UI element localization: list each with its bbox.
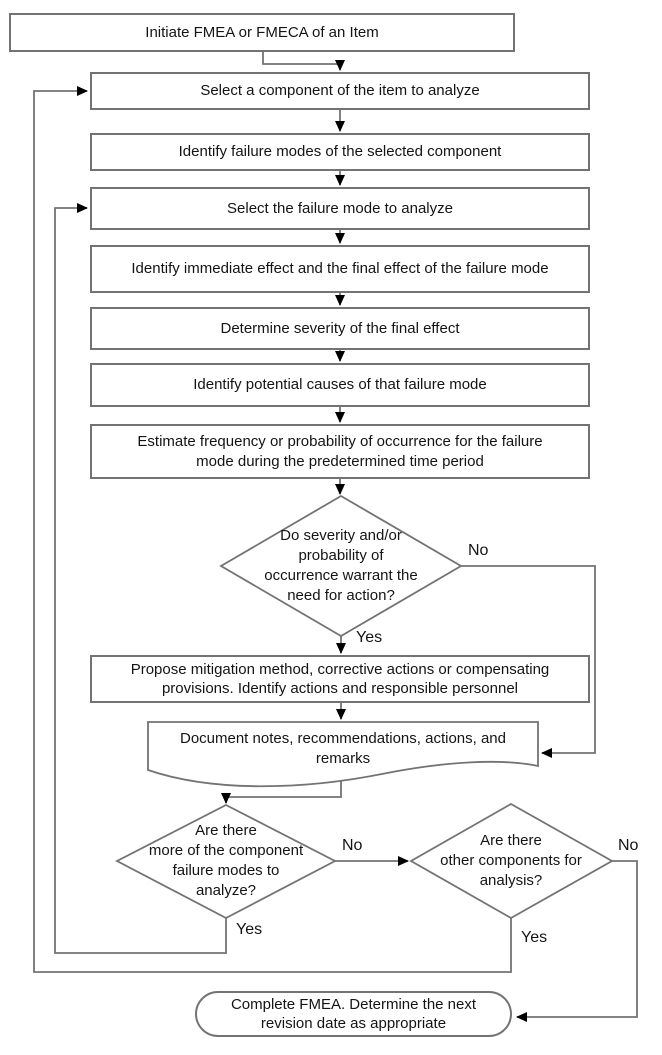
decision-severity-text: Do severity and/or probability of occurr… bbox=[264, 527, 418, 604]
edge-label-other-components-yes: Yes bbox=[519, 929, 550, 947]
decision-more-failure-modes-text: Are there more of the component failure … bbox=[148, 822, 304, 899]
decision-more-failure-modes-shape bbox=[115, 803, 337, 920]
document-notes-text: Document notes, recommendations, actions… bbox=[179, 730, 506, 767]
node-select-failure-mode: Select the failure mode to analyze bbox=[90, 187, 590, 230]
edge-other-components-no-to-complete bbox=[516, 860, 638, 1022]
edge-decision-no-to-document bbox=[461, 565, 596, 758]
document-shape bbox=[147, 721, 539, 788]
node-select-component: Select a component of the item to analyz… bbox=[90, 72, 590, 110]
node-propose-mitigation: Propose mitigation method, corrective ac… bbox=[90, 655, 590, 703]
decision-other-components-text: Are there other components for analysis? bbox=[440, 832, 582, 889]
edge-more-modes-yes-loop bbox=[54, 203, 227, 954]
edge-label-severity-no: No bbox=[466, 542, 491, 560]
node-identify-effects: Identify immediate effect and the final … bbox=[90, 245, 590, 293]
decision-severity-shape bbox=[219, 494, 463, 638]
edge-label-other-components-no: No bbox=[616, 837, 641, 855]
edge-label-more-modes-yes: Yes bbox=[234, 921, 265, 939]
node-initiate-fmea: Initiate FMEA or FMECA of an Item bbox=[9, 13, 515, 52]
node-determine-severity: Determine severity of the final effect bbox=[90, 307, 590, 350]
node-estimate-frequency: Estimate frequency or probability of occ… bbox=[90, 424, 590, 479]
node-identify-failure-modes: Identify failure modes of the selected c… bbox=[90, 133, 590, 171]
edge-document-to-more-modes-decision bbox=[221, 779, 342, 804]
edge-initiate-to-select-component bbox=[262, 52, 345, 71]
decision-other-components-shape bbox=[409, 802, 614, 920]
edge-other-components-yes-loop bbox=[33, 86, 512, 973]
edge-label-more-modes-no: No bbox=[340, 837, 365, 855]
node-identify-causes: Identify potential causes of that failur… bbox=[90, 363, 590, 407]
node-complete-fmea: Complete FMEA. Determine the next revisi… bbox=[195, 991, 512, 1037]
edge-label-severity-yes: Yes bbox=[354, 629, 385, 647]
